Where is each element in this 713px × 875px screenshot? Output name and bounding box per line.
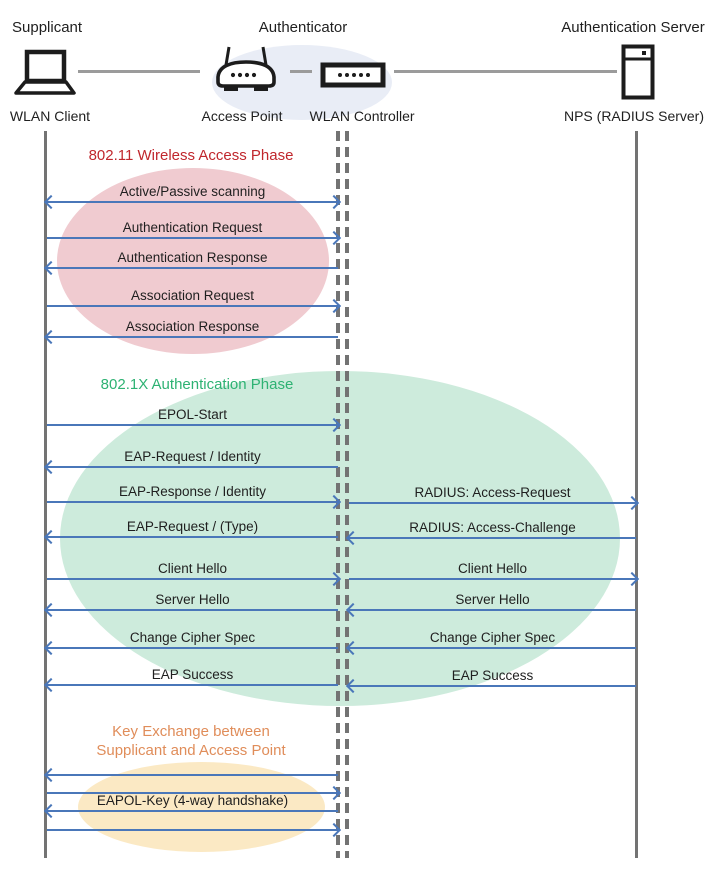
- message-line: [349, 537, 636, 539]
- message-line: [349, 647, 636, 649]
- message-arrow: RADIUS: Access-Request: [349, 485, 640, 511]
- node-label-access-point: Access Point: [201, 108, 283, 124]
- message-arrow: EAP-Response / Identity: [47, 484, 342, 510]
- message-line: [47, 501, 338, 503]
- message-arrow: EAPOL-Key (4-way handshake): [43, 793, 338, 819]
- message-line: [47, 647, 338, 649]
- message-arrow: Authentication Request: [47, 220, 342, 246]
- node-label-wlan-controller: WLAN Controller: [309, 108, 415, 124]
- message-label: Active/Passive scanning: [119, 184, 266, 199]
- key-exchange-phase-ellipse: [78, 762, 325, 852]
- message-label: EAP-Request / (Type): [126, 519, 259, 534]
- message-arrow: Client Hello: [47, 561, 342, 587]
- message-line: [47, 305, 338, 307]
- nps-lifeline: [635, 131, 638, 858]
- message-arrow: Server Hello: [345, 592, 636, 618]
- message-arrow: [47, 785, 342, 801]
- message-label: Client Hello: [157, 561, 228, 576]
- message-line: [349, 578, 636, 580]
- device-link-line: [290, 70, 312, 73]
- message-arrow: Association Response: [43, 319, 338, 345]
- message-line: [47, 774, 338, 776]
- message-line: [349, 609, 636, 611]
- message-line: [47, 829, 338, 831]
- message-arrow: Change Cipher Spec: [345, 630, 636, 656]
- message-line: [47, 792, 338, 794]
- message-line: [47, 424, 338, 426]
- message-line: [47, 336, 338, 338]
- wlan-client-lifeline: [44, 131, 47, 858]
- message-arrow: EPOL-Start: [47, 407, 342, 433]
- message-label: RADIUS: Access-Request: [414, 485, 571, 500]
- message-label: EAP Success: [451, 668, 534, 683]
- laptop-icon: [14, 49, 76, 95]
- message-line: [47, 810, 338, 812]
- message-arrow: EAP-Request / (Type): [43, 519, 338, 545]
- message-line: [47, 684, 338, 686]
- server-icon: [621, 44, 655, 100]
- wlan-controller-icon: [320, 62, 386, 88]
- message-line: [47, 237, 338, 239]
- phase-title-key-exchange: Key Exchange between Supplicant and Acce…: [96, 723, 286, 759]
- message-label: EAP-Response / Identity: [118, 484, 267, 499]
- message-arrow: Authentication Response: [43, 250, 338, 276]
- message-line: [47, 609, 338, 611]
- message-label: Server Hello: [455, 592, 530, 607]
- message-arrow: EAP Success: [43, 667, 338, 693]
- message-line: [47, 466, 338, 468]
- device-link-line: [78, 70, 200, 73]
- message-label: Authentication Response: [117, 250, 268, 265]
- wireless-access-phase-ellipse: [57, 168, 329, 354]
- message-line: [349, 685, 636, 687]
- message-line: [47, 201, 338, 203]
- message-arrow: EAP Success: [345, 668, 636, 694]
- access-point-icon: [216, 46, 276, 91]
- message-arrow: RADIUS: Access-Challenge: [345, 520, 636, 546]
- node-label-wlan-client: WLAN Client: [9, 108, 91, 124]
- device-link-line: [394, 70, 617, 73]
- message-line: [47, 536, 338, 538]
- message-label: Change Cipher Spec: [429, 630, 556, 645]
- message-arrow: Server Hello: [43, 592, 338, 618]
- message-arrow: [47, 822, 342, 838]
- message-label: EAPOL-Key (4-way handshake): [96, 793, 289, 808]
- message-arrow: EAP-Request / Identity: [43, 449, 338, 475]
- message-arrow: Association Request: [47, 288, 342, 314]
- message-label: Association Response: [125, 319, 260, 334]
- message-label: EPOL-Start: [157, 407, 228, 422]
- message-arrow: Client Hello: [349, 561, 640, 587]
- message-label: Client Hello: [457, 561, 528, 576]
- message-label: Association Request: [130, 288, 255, 303]
- message-label: EAP Success: [151, 667, 234, 682]
- message-line: [47, 267, 338, 269]
- message-arrow: Active/Passive scanning: [43, 184, 342, 210]
- message-label: Change Cipher Spec: [129, 630, 256, 645]
- message-label: RADIUS: Access-Challenge: [409, 520, 576, 535]
- role-label-supplicant: Supplicant: [12, 19, 83, 36]
- message-label: EAP-Request / Identity: [124, 449, 261, 464]
- phase-title-wireless-access: 802.11 Wireless Access Phase: [88, 147, 294, 164]
- message-arrow: Change Cipher Spec: [43, 630, 338, 656]
- message-line: [47, 578, 338, 580]
- role-label-authenticator: Authenticator: [258, 19, 348, 36]
- role-label-authentication-server: Authentication Server: [561, 19, 705, 36]
- wlan-controller-lifeline: [336, 131, 340, 858]
- message-label: Authentication Request: [122, 220, 263, 235]
- wlan-controller-lifeline: [345, 131, 349, 858]
- message-line: [349, 502, 636, 504]
- message-arrow: [43, 767, 338, 783]
- node-label-nps: NPS (RADIUS Server): [563, 108, 705, 124]
- phase-title-dot1x-authentication: 802.1X Authentication Phase: [100, 376, 294, 393]
- message-label: Server Hello: [155, 592, 230, 607]
